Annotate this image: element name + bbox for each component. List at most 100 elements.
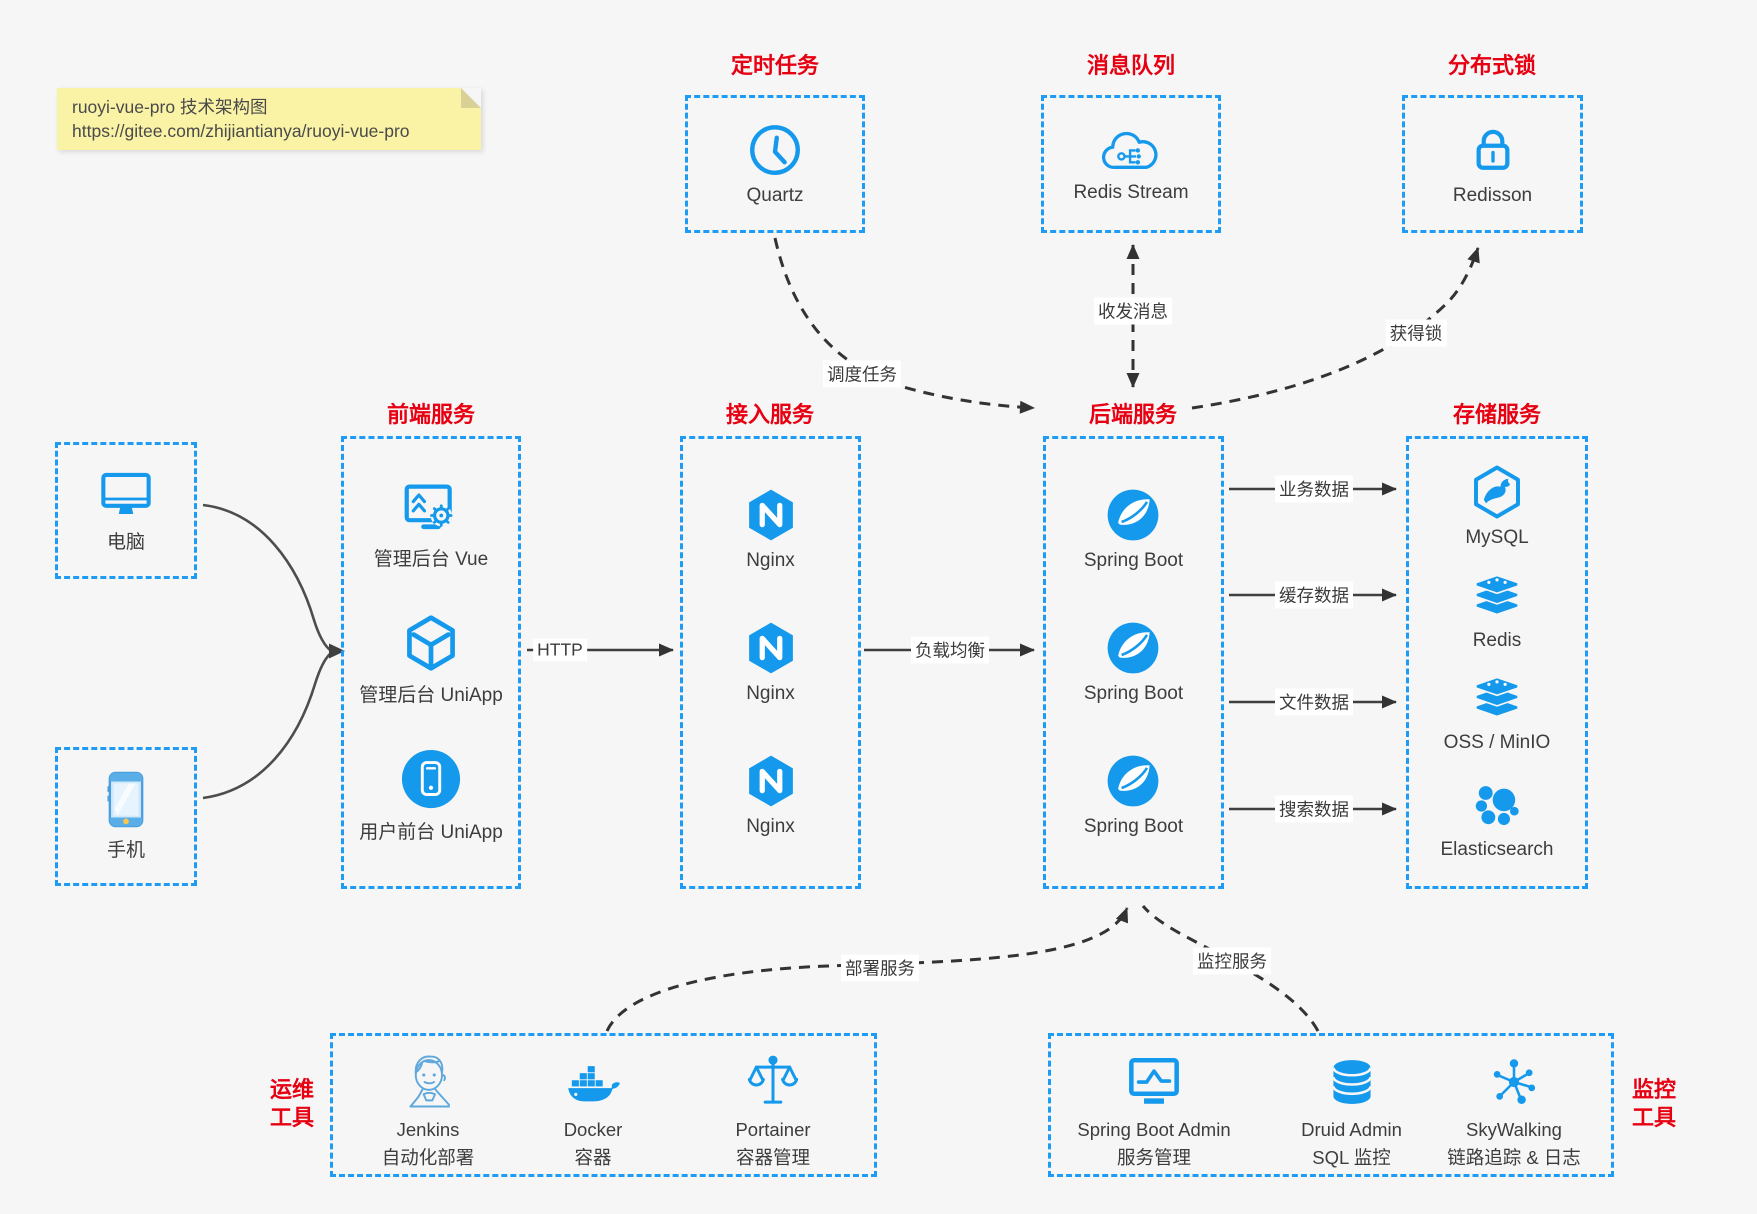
storage-services-box: MySQL Redis	[1406, 436, 1588, 889]
lock-icon	[1476, 129, 1509, 170]
scales-icon	[747, 1055, 799, 1104]
clock-icon	[750, 124, 800, 175]
redis-stream-box: Redis Stream	[1041, 95, 1221, 233]
item-label: Nginx	[746, 816, 795, 837]
note-fold-corner	[461, 88, 481, 108]
sticky-note: ruoyi-vue-pro 技术架构图 https://gitee.com/zh…	[57, 88, 481, 150]
mysql-item: MySQL	[1465, 464, 1529, 549]
elasticsearch-item: Elasticsearch	[1441, 780, 1554, 861]
oss-minio-item: OSS / MinIO	[1443, 677, 1551, 754]
edge-label-load-balance: 负载均衡	[911, 636, 989, 664]
redisson-box: Redisson	[1402, 95, 1583, 233]
skywalking-item: SkyWalking 链路追踪 & 日志	[1419, 1050, 1609, 1170]
tool-name: SkyWalking	[1466, 1119, 1562, 1140]
item-label: Nginx	[746, 550, 795, 571]
connector-pc-to-frontend	[202, 503, 331, 651]
edge-label-acquire-lock: 获得锁	[1385, 319, 1447, 347]
monitoring-tools-box: Spring Boot Admin 服务管理 Druid Admin SQL 监…	[1048, 1033, 1614, 1177]
nginx-item: Nginx	[743, 487, 799, 572]
elasticsearch-icon	[1475, 785, 1519, 825]
spring-boot-icon	[1108, 755, 1159, 807]
item-label: Spring Boot	[1083, 550, 1184, 571]
item-label: MySQL	[1465, 527, 1529, 549]
quartz-item: Quartz	[746, 122, 804, 207]
spring-boot-item: Spring Boot	[1084, 753, 1183, 838]
edge-label-file-data: 文件数据	[1275, 688, 1353, 716]
redis-item: Redis	[1471, 574, 1523, 652]
tool-name: Portainer	[735, 1119, 811, 1140]
tool-name: Druid Admin	[1301, 1119, 1402, 1140]
item-label: 手机	[106, 840, 145, 861]
user-app-icon	[401, 750, 461, 809]
item-label: 电脑	[106, 531, 145, 553]
item-label: 用户前台 UniApp	[359, 822, 503, 844]
gateway-title: 接入服务	[725, 402, 815, 427]
druid-admin-item: Druid Admin SQL 监控	[1259, 1050, 1444, 1170]
edge-label-business-data: 业务数据	[1275, 475, 1353, 503]
edge-label-search-data: 搜索数据	[1275, 795, 1353, 823]
jenkins-item: Jenkins 自动化部署	[348, 1050, 508, 1170]
frontend-item-admin-uniapp: 管理后台 UniApp	[359, 613, 503, 707]
backend-title: 后端服务	[1088, 402, 1178, 427]
spring-boot-admin-item: Spring Boot Admin 服务管理	[1059, 1050, 1249, 1170]
tool-desc: 容器	[574, 1147, 612, 1168]
item-label: Quartz	[746, 184, 804, 206]
phone-device-box: 手机	[55, 747, 197, 886]
nginx-icon	[748, 622, 793, 674]
item-label: Elasticsearch	[1440, 838, 1554, 860]
tool-desc: 容器管理	[735, 1147, 810, 1168]
admin-monitor-icon	[1129, 1057, 1179, 1104]
tool-name: Spring Boot Admin	[1077, 1119, 1231, 1140]
docker-item: Docker 容器	[513, 1050, 673, 1170]
jenkins-icon	[409, 1055, 450, 1108]
frontend-services-box: 管理后台 Vue 管理后台 UniApp 用户前台 UniApp	[341, 436, 521, 889]
frontend-item-user-uniapp: 用户前台 UniApp	[359, 748, 503, 844]
nginx-item: Nginx	[743, 753, 799, 838]
pc-device-box: 电脑	[55, 442, 197, 579]
tool-name: Docker	[563, 1119, 623, 1140]
frontend-item-vue: 管理后台 Vue	[374, 481, 488, 571]
edge-label-deploy-service: 部署服务	[841, 954, 919, 982]
edge-label-send-receive-message: 收发消息	[1094, 297, 1172, 325]
item-label: Redisson	[1452, 184, 1533, 206]
note-url: https://gitee.com/zhijiantianya/ruoyi-vu…	[72, 121, 410, 141]
connector-schedule-task	[773, 237, 1035, 414]
edge-label-schedule-task: 调度任务	[823, 360, 901, 388]
admin-vue-icon	[404, 484, 453, 529]
ops-tools-box: Jenkins 自动化部署 Docker 容器	[330, 1033, 877, 1177]
tool-desc: SQL 监控	[1312, 1147, 1391, 1168]
redisson-item: Redisson	[1453, 122, 1532, 207]
item-label: OSS / MinIO	[1443, 732, 1551, 754]
redis-stack-icon	[1475, 574, 1519, 616]
frontend-title: 前端服务	[386, 402, 476, 427]
phone-item: 手机	[107, 771, 145, 862]
spring-boot-icon	[1108, 622, 1159, 674]
tool-desc: 链路追踪 & 日志	[1447, 1147, 1581, 1168]
backend-services-box: Spring Boot Spring Boot Spring Boot	[1043, 436, 1224, 889]
quartz-box: Quartz	[685, 95, 865, 233]
monitoring-tools-title: 监控 工具	[1631, 1077, 1676, 1130]
message-queue-title: 消息队列	[1086, 53, 1176, 78]
item-label: Redis Stream	[1073, 181, 1189, 203]
nginx-item: Nginx	[743, 620, 799, 705]
cloud-stream-icon	[1101, 131, 1158, 169]
cube-icon	[407, 614, 455, 671]
tool-desc: 服务管理	[1116, 1147, 1191, 1168]
pc-item: 电脑	[97, 468, 155, 554]
item-label: Nginx	[746, 683, 795, 704]
database-icon	[1331, 1060, 1372, 1104]
redis-stream-item: Redis Stream	[1073, 125, 1189, 204]
mysql-icon	[1474, 465, 1520, 519]
item-label: Redis	[1472, 629, 1522, 651]
item-label: Spring Boot	[1083, 816, 1184, 837]
distributed-lock-title: 分布式锁	[1447, 53, 1537, 78]
ops-tools-title: 运维 工具	[269, 1077, 314, 1130]
spring-boot-icon	[1108, 489, 1159, 541]
connector-phone-to-frontend	[202, 652, 332, 800]
tool-name: Jenkins	[396, 1119, 460, 1140]
nginx-icon	[748, 755, 793, 807]
gateway-services-box: Nginx Nginx Nginx	[680, 436, 861, 889]
nginx-icon	[748, 489, 793, 541]
scheduled-task-title: 定时任务	[730, 53, 820, 78]
